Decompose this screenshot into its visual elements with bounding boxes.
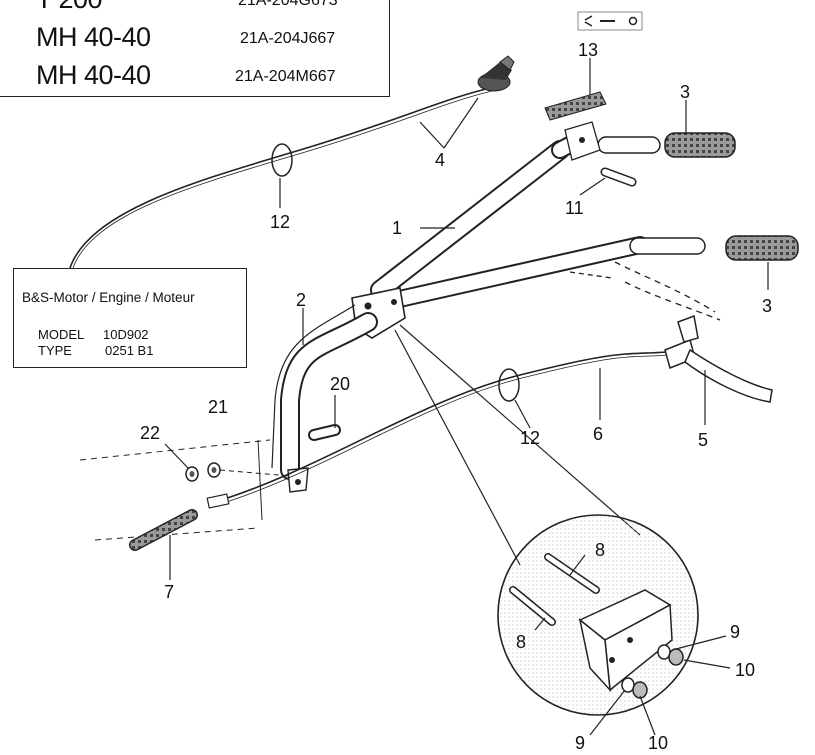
engine-type-label: TYPE xyxy=(38,343,72,358)
callout-1: 1 xyxy=(392,218,403,238)
callout-3-top: 3 xyxy=(680,82,691,102)
callout-11: 11 xyxy=(565,198,584,218)
callout-8-top: 8 xyxy=(595,540,606,560)
callout-21: 21 xyxy=(208,397,229,417)
handlebar-upper xyxy=(370,133,706,309)
model-row-3-model: MH 40-40 xyxy=(36,60,151,90)
spring-7 xyxy=(129,509,198,551)
callout-2: 2 xyxy=(296,290,307,310)
callout-3-right: 3 xyxy=(762,296,773,316)
callout-5: 5 xyxy=(698,430,709,450)
clutch-cable xyxy=(214,351,669,503)
model-row-1-code: 21A-204G673 xyxy=(238,0,338,9)
callout-6: 6 xyxy=(593,424,604,444)
model-table xyxy=(0,0,390,97)
callout-9-bottom: 9 xyxy=(575,733,586,753)
detail-magnifier xyxy=(497,514,699,716)
callout-20: 20 xyxy=(330,374,351,394)
arm-bracket-top xyxy=(564,121,601,161)
cable-clip-top xyxy=(271,143,293,177)
callout-10-right: 10 xyxy=(735,660,756,680)
callout-8-bottom: 8 xyxy=(516,632,527,652)
throttle-lever xyxy=(477,55,515,92)
engine-title: B&S-Motor / Engine / Moteur xyxy=(22,290,195,305)
model-row-1-model: T 200 xyxy=(36,0,103,15)
handlebar-lower xyxy=(271,304,378,480)
model-row-3-code: 21A-204M667 xyxy=(235,68,336,85)
engine-model-value: 10D902 xyxy=(103,327,149,342)
callout-7: 7 xyxy=(164,582,175,602)
engine-model-label: MODEL xyxy=(38,327,85,342)
throttle-cable xyxy=(69,87,491,269)
bolt-20 xyxy=(308,424,341,441)
clutch-lever xyxy=(664,314,773,403)
grip-top xyxy=(664,132,736,158)
callout-13: 13 xyxy=(578,40,599,60)
cable-clip-mid xyxy=(498,368,520,402)
engine-info-box xyxy=(13,268,247,368)
callout-10-bottom: 10 xyxy=(648,733,669,753)
model-row-2-code: 21A-204J667 xyxy=(240,30,336,47)
bolt-11 xyxy=(600,167,637,187)
leader-lines xyxy=(164,58,769,736)
callout-22: 22 xyxy=(140,423,161,443)
model-row-2-model: MH 40-40 xyxy=(36,22,151,52)
callout-12-mid: 12 xyxy=(520,428,541,448)
grip-right xyxy=(725,235,799,261)
grip-decal xyxy=(544,91,607,121)
callout-9-right: 9 xyxy=(730,622,741,642)
engine-type-value: 0251 B1 xyxy=(105,343,154,358)
symbol-strip xyxy=(577,11,643,31)
callout-12-top: 12 xyxy=(270,212,291,232)
callout-4: 4 xyxy=(435,150,446,170)
